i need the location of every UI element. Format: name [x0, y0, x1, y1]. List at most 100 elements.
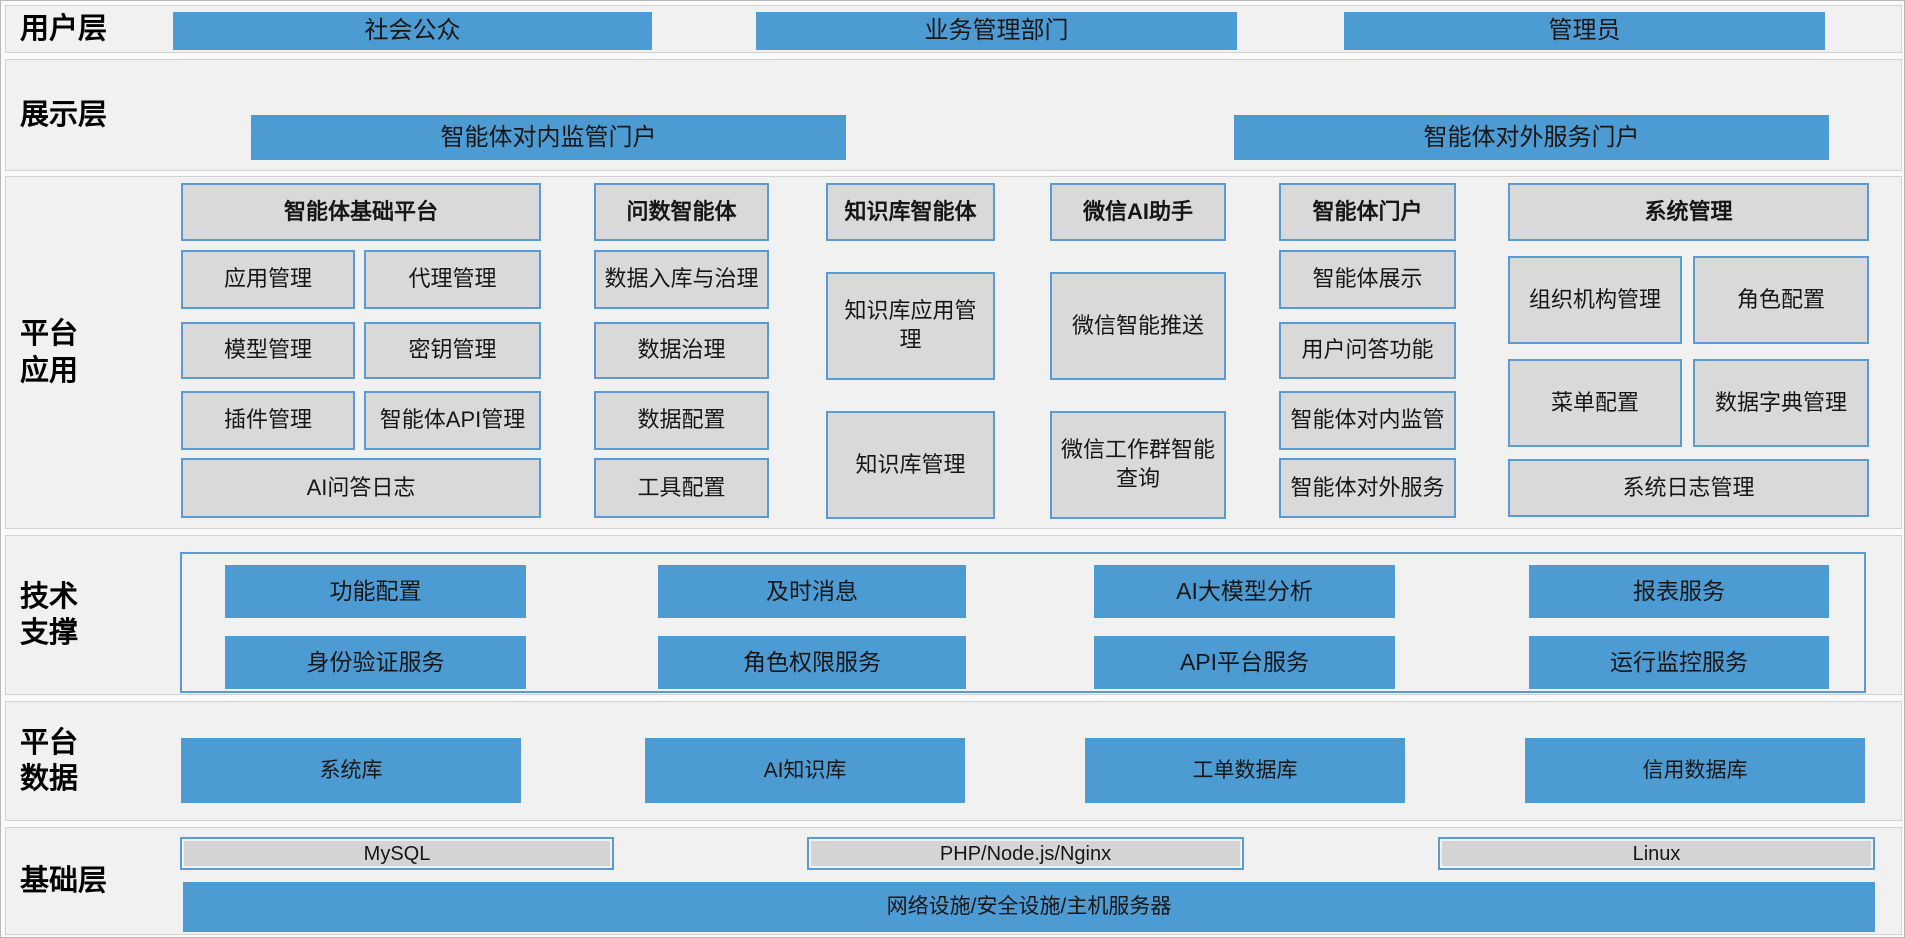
layer-tech: 技术 支撑 功能配置 及时消息 AI大模型分析 报表服务 身份验证服务 角色权限…	[5, 535, 1902, 695]
base-tech-label: PHP/Node.js/Nginx	[939, 842, 1112, 865]
module-header: 智能体门户	[1279, 183, 1456, 241]
layer-label-line: 平台	[20, 318, 79, 351]
module-box: 知识库应用管理	[826, 272, 995, 380]
module-label: 系统日志管理	[1622, 474, 1755, 500]
tech-service-label: 功能配置	[329, 577, 422, 604]
infra-box: 网络设施/安全设施/主机服务器	[183, 882, 1875, 932]
layer-label-line: 应用	[20, 354, 79, 387]
base-tech-box: MySQL	[180, 837, 614, 870]
database-box: 工单数据库	[1085, 738, 1405, 803]
module-label: 数据配置	[637, 407, 726, 433]
module-box: 菜单配置	[1508, 359, 1682, 447]
tech-service-box: 及时消息	[658, 565, 966, 618]
module-box: 应用管理	[181, 250, 355, 309]
module-box: 代理管理	[364, 250, 541, 309]
module-header-label: 问数智能体	[626, 198, 737, 224]
module-box: 插件管理	[181, 391, 355, 450]
database-label: 信用数据库	[1642, 758, 1748, 782]
module-header-label: 智能体基础平台	[283, 198, 438, 224]
tech-service-label: 身份验证服务	[306, 648, 445, 675]
tech-service-label: 及时消息	[766, 577, 858, 604]
tech-service-label: 角色权限服务	[743, 648, 881, 675]
module-box: 组织机构管理	[1508, 256, 1682, 344]
portal-label: 智能体对外服务门户	[1423, 123, 1640, 151]
layer-label-text: 展示层	[20, 98, 108, 131]
portal-box: 智能体对外服务门户	[1234, 115, 1829, 160]
module-header: 智能体基础平台	[181, 183, 541, 241]
database-label: AI知识库	[763, 758, 847, 782]
module-header: 知识库智能体	[826, 183, 995, 241]
module-label: 智能体展示	[1312, 266, 1423, 292]
module-label: 智能体对内监管	[1290, 407, 1445, 433]
tech-service-label: 运行监控服务	[1610, 648, 1748, 675]
module-box: 系统日志管理	[1508, 459, 1869, 517]
database-label: 系统库	[319, 758, 383, 782]
module-label: 菜单配置	[1550, 389, 1639, 415]
portal-label: 智能体对内监管门户	[440, 123, 657, 151]
user-group-box: 社会公众	[173, 12, 652, 50]
module-box: 数据配置	[594, 391, 769, 450]
tech-services-container: 功能配置 及时消息 AI大模型分析 报表服务 身份验证服务 角色权限服务 API…	[180, 552, 1866, 693]
module-box: AI问答日志	[181, 458, 541, 518]
module-box: 密钥管理	[364, 322, 541, 379]
module-header: 问数智能体	[594, 183, 769, 241]
layer-label-display: 展示层	[20, 60, 170, 170]
module-box: 工具配置	[594, 458, 769, 518]
module-box: 数据治理	[594, 322, 769, 379]
layer-label-apps: 平台 应用	[20, 177, 170, 528]
module-box: 用户问答功能	[1279, 322, 1456, 379]
layer-label-line: 平台	[20, 726, 79, 759]
layer-label-users: 用户层	[20, 6, 170, 52]
module-label: 智能体对外服务	[1290, 474, 1445, 500]
base-tech-box: PHP/Node.js/Nginx	[807, 837, 1244, 870]
module-label: AI问答日志	[306, 474, 416, 500]
base-tech-label: MySQL	[363, 842, 431, 865]
module-label: 微信工作群智能查询	[1060, 437, 1215, 491]
layer-display: 展示层 智能体对内监管门户 智能体对外服务门户	[5, 59, 1902, 171]
module-label: 知识库应用管理	[844, 298, 977, 352]
module-box: 模型管理	[181, 322, 355, 379]
user-group-box: 业务管理部门	[756, 12, 1237, 50]
layer-label-text: 用户层	[20, 12, 108, 45]
tech-service-box: 报表服务	[1529, 565, 1829, 618]
tech-service-box: 角色权限服务	[658, 636, 966, 689]
module-label: 数据入库与治理	[604, 266, 759, 292]
module-header-label: 知识库智能体	[844, 198, 977, 224]
tech-service-label: API平台服务	[1179, 648, 1310, 675]
module-box: 微信智能推送	[1050, 272, 1226, 380]
module-label: 数据字典管理	[1714, 389, 1847, 415]
module-box: 智能体API管理	[364, 391, 541, 450]
module-label: 微信智能推送	[1071, 312, 1204, 338]
layer-data: 平台 数据 系统库 AI知识库 工单数据库 信用数据库	[5, 701, 1902, 821]
portal-box: 智能体对内监管门户	[251, 115, 846, 160]
user-group-label: 业务管理部门	[924, 17, 1069, 45]
layer-label-line: 技术	[20, 580, 79, 613]
user-group-box: 管理员	[1344, 12, 1825, 50]
module-header-label: 微信AI助手	[1082, 198, 1193, 224]
module-box: 智能体展示	[1279, 250, 1456, 309]
tech-service-box: AI大模型分析	[1094, 565, 1395, 618]
module-label: 插件管理	[223, 407, 312, 433]
database-label: 工单数据库	[1192, 758, 1298, 782]
tech-service-box: 运行监控服务	[1529, 636, 1829, 689]
layer-label-base: 基础层	[20, 828, 170, 934]
tech-service-label: 报表服务	[1633, 577, 1725, 604]
infra-label: 网络设施/安全设施/主机服务器	[886, 895, 1172, 919]
layer-label-tech: 技术 支撑	[20, 536, 170, 694]
module-header-label: 系统管理	[1644, 198, 1733, 224]
user-group-label: 管理员	[1548, 17, 1621, 45]
layer-label-line: 数据	[20, 763, 79, 795]
layer-label-line: 支撑	[20, 617, 79, 649]
module-box: 智能体对外服务	[1279, 458, 1456, 518]
module-label: 知识库管理	[855, 451, 966, 477]
module-box: 数据入库与治理	[594, 250, 769, 309]
layer-base: 基础层 MySQL PHP/Node.js/Nginx Linux 网络设施/安…	[5, 827, 1902, 935]
module-box: 智能体对内监管	[1279, 391, 1456, 450]
user-group-label: 社会公众	[364, 17, 461, 45]
module-label: 模型管理	[223, 337, 312, 363]
module-header: 微信AI助手	[1050, 183, 1226, 241]
tech-service-box: 身份验证服务	[225, 636, 526, 689]
module-label: 数据治理	[637, 337, 726, 363]
layer-label-text: 基础层	[20, 864, 108, 897]
